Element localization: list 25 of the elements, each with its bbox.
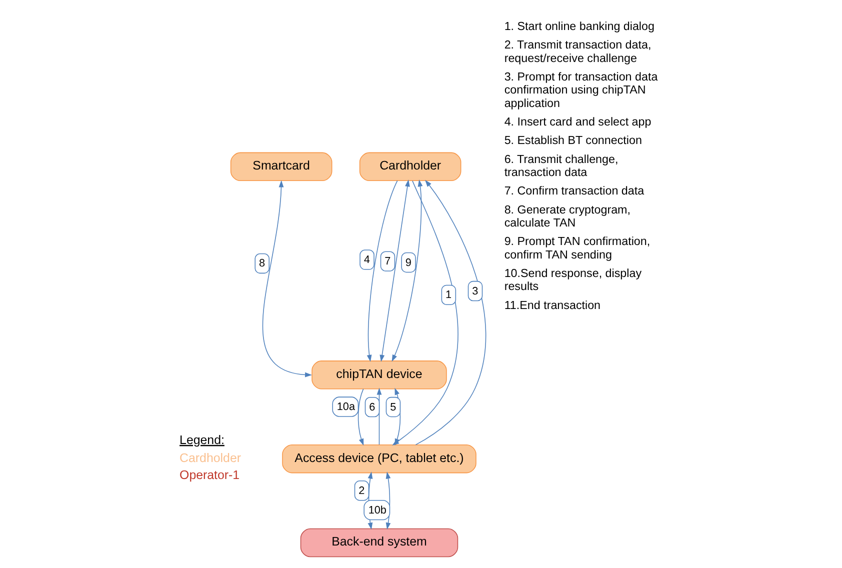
label: 7. Confirm transaction data (504, 184, 644, 198)
label: 2. Transmit transaction data, request/receive challenge (504, 38, 652, 65)
label: 6. Transmit challenge, transaction data (504, 152, 618, 179)
edge-label: 3 (472, 285, 478, 298)
edge-label: 9 (405, 256, 412, 269)
edge-label: 10b (368, 504, 386, 516)
edge-label: 2 (358, 484, 365, 497)
edge-label: 4 (364, 254, 370, 266)
label: 9. Prompt TAN confirmation, confirm TAN sending (504, 235, 650, 262)
edge-label: 7 (384, 256, 391, 268)
edge-label: 8 (259, 258, 266, 270)
label: 4. Insert card and select app (504, 115, 652, 128)
edge-label: 1 (446, 289, 452, 302)
legend-label: Operator-1 (180, 468, 240, 482)
label: 11.End transaction (504, 298, 601, 312)
label: 1. Start online banking dialog (504, 20, 654, 33)
edge-label: 6 (369, 401, 376, 414)
edge-label: 10a (336, 401, 356, 414)
label: 5. Establish BT connection (504, 134, 642, 148)
edge-label: 5 (390, 401, 396, 414)
legend-label: Cardholder (180, 450, 242, 465)
label: 10.Send response, display results (504, 267, 642, 294)
label: 8. Generate cryptogram, calculate TAN (504, 203, 631, 230)
label: Legend: (180, 432, 224, 447)
label: 3. Prompt for transaction data confirmation using chipTAN application (504, 70, 658, 110)
